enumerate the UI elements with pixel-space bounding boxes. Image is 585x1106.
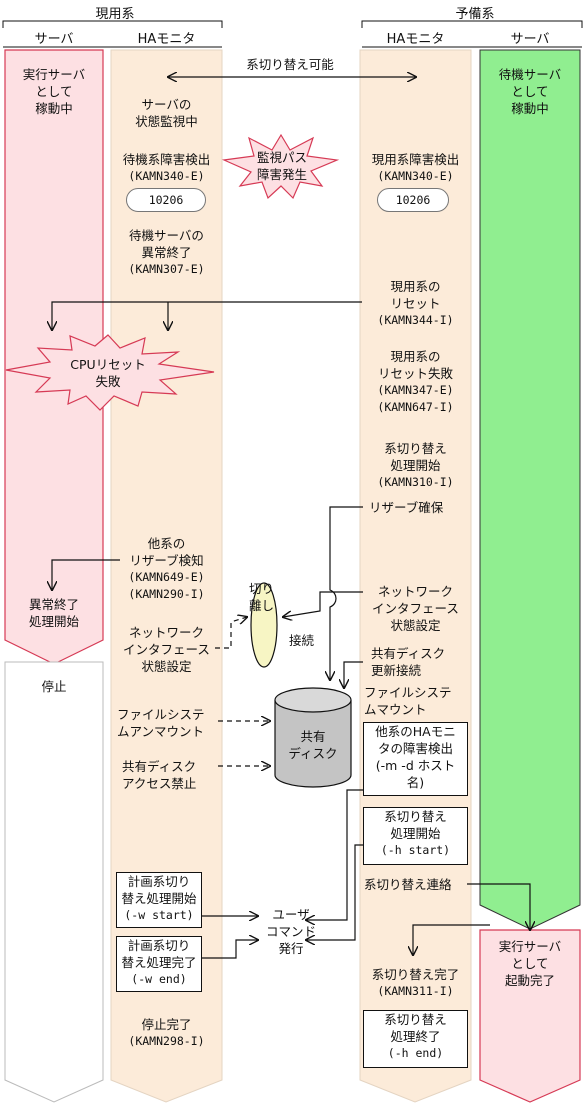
header-brackets	[2, 20, 583, 48]
detach-ellipse	[250, 582, 278, 668]
fs-unmount: ファイルシステムアンマウント	[117, 707, 205, 739]
user-command-label: ユーザコマンド発行	[265, 907, 316, 956]
stopped-label: 停止	[41, 679, 67, 694]
connect-label: 接続	[289, 633, 315, 648]
left-monitor-header: HAモニタ	[137, 32, 196, 47]
left-server-lane-stopped	[4, 661, 104, 1103]
standby-server-running: 待機サーバとして稼動中	[498, 67, 562, 116]
active-system-label: 現用系	[95, 7, 135, 22]
right-server-lane-active	[479, 929, 581, 1103]
right-monitor-header: HAモニタ	[386, 32, 445, 47]
shared-disk-cylinder	[274, 687, 352, 788]
left-network-interface-setting: ネットワークインタフェース状態設定	[123, 625, 210, 674]
active-reset: 現用系のリセット(KAMN344-I)	[377, 279, 454, 327]
abend-start: 異常終了処理開始	[28, 597, 79, 629]
right-server-lane-standby	[479, 49, 581, 930]
stop-complete: 停止完了(KAMN298-I)	[128, 1017, 205, 1048]
status-monitoring: サーバの状態監視中	[135, 97, 198, 129]
cpu-reset-failed-label: CPUリセット失敗	[70, 357, 146, 389]
switch-process-start: 系切り替え処理開始(KAMN310-I)	[377, 441, 454, 489]
switch-contact: 系切り替え連絡	[364, 877, 452, 892]
fs-mount: ファイルシステムマウント	[364, 685, 452, 717]
connector-lines	[52, 77, 530, 959]
switch-complete: 系切り替え完了(KAMN311-I)	[371, 967, 460, 998]
planned-switch-start-box: 計画系切り替え処理開始(-w start)	[116, 872, 202, 928]
monitor-path-failure-label: 監視パス障害発生	[256, 150, 307, 182]
planned-switch-end-box: 計画系切り替え処理完了(-w end)	[116, 936, 202, 992]
monitor-path-failure-burst	[221, 133, 340, 200]
active-reset-failed: 現用系のリセット失敗(KAMN347-E)(KAMN647-I)	[377, 349, 454, 414]
dashed-connectors	[215, 617, 270, 766]
left-code-badge: 10206	[126, 188, 206, 212]
switch-end-h-box: 系切り替え処理終了(-h end)	[363, 1010, 468, 1068]
reserve-secure: リザーブ確保	[369, 500, 444, 515]
standby-server-abend: 待機サーバの異常終了(KAMN307-E)	[128, 228, 205, 276]
active-server-running: 実行サーバとして稼動中	[22, 67, 86, 116]
active-failure-detect: 現用系障害検出(KAMN340-E)	[371, 152, 460, 183]
detach-label: 切り離し	[249, 581, 275, 613]
standby-failure-detect: 待機系障害検出(KAMN340-E)	[122, 152, 211, 183]
shared-disk-update: 共有ディスク更新接続	[371, 646, 446, 678]
shared-disk-access-ban: 共有ディスクアクセス禁止	[122, 759, 197, 791]
started-as-active: 実行サーバとして起動完了	[498, 939, 562, 988]
standby-system-label: 予備系	[455, 7, 495, 22]
other-reserve-detect: 他系のリザーブ検知(KAMN649-E)(KAMN290-I)	[128, 536, 205, 601]
other-failure-detect-box: 他系のHAモニタの障害検出(-m -d ホスト名)	[363, 722, 468, 796]
switchover-possible-label: 系切り替え可能	[246, 57, 334, 72]
right-code-badge: 10206	[377, 188, 449, 212]
left-monitor-lane	[110, 49, 223, 1103]
cpu-reset-failed-burst	[5, 334, 215, 411]
left-server-header: サーバ	[34, 32, 74, 47]
right-network-interface-setting: ネットワークインタフェース状態設定	[372, 584, 459, 633]
switch-start-h-box: 系切り替え処理開始(-h start)	[363, 807, 468, 865]
right-server-header: サーバ	[510, 32, 550, 47]
shared-disk-label: 共有ディスク	[288, 729, 338, 761]
